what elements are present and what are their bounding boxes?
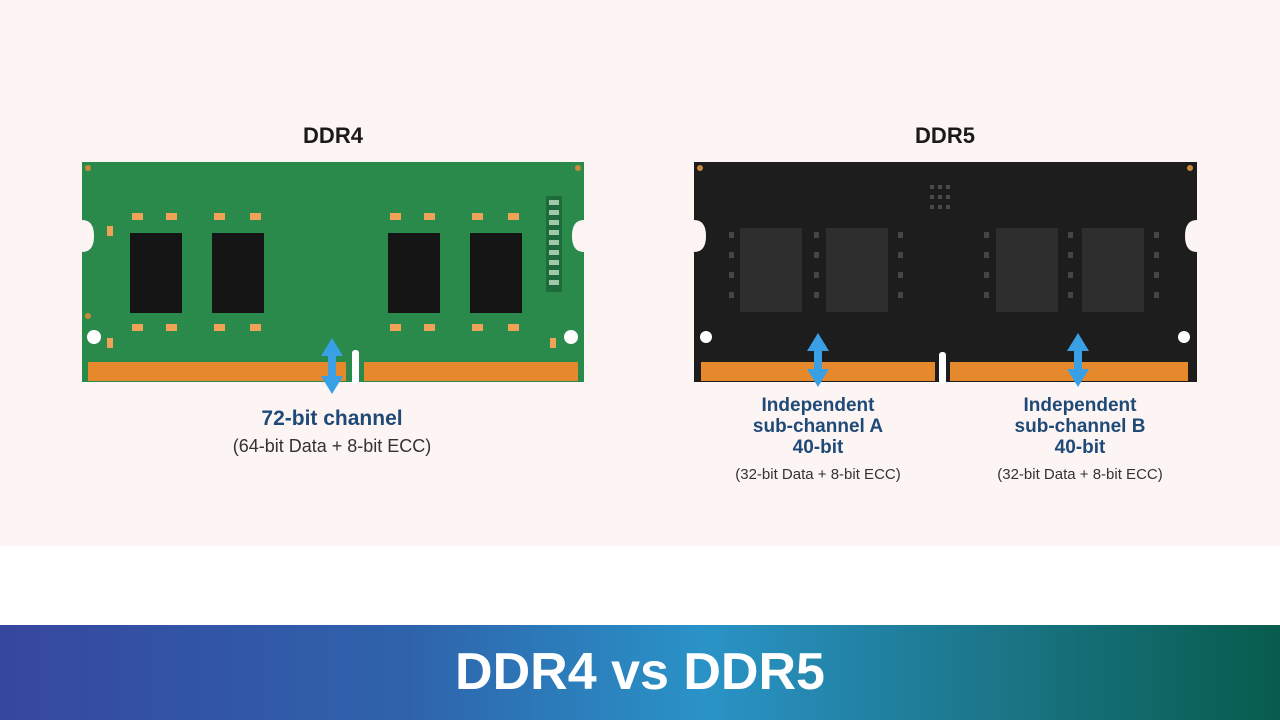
ddr4-spd-pads: [546, 196, 562, 292]
dram-chip-icon: [996, 228, 1058, 312]
ddr4-title: DDR4: [303, 123, 363, 148]
subchannel-a-line3: 40-bit: [792, 437, 844, 458]
ddr5-chip-pads: [729, 232, 1159, 298]
ddr5-chips: [740, 228, 1144, 312]
dram-chip-icon: [740, 228, 802, 312]
dram-chip-icon: [1082, 228, 1144, 312]
subchannel-b-detail: (32-bit Data + 8-bit ECC): [997, 466, 1163, 483]
ddr4-channel-title: 72-bit channel: [261, 407, 403, 430]
ddr4-contacts: [88, 350, 578, 384]
ddr4-channel-detail: (64-bit Data + 8-bit ECC): [232, 436, 432, 456]
dram-chip-icon: [388, 233, 440, 313]
subchannel-b-line1: Independent: [1023, 395, 1137, 416]
title-banner: DDR4 vs DDR5: [0, 625, 1280, 720]
ram-comparison-diagram: [82, 162, 1197, 394]
double-headed-arrow-icon: [321, 338, 343, 394]
double-headed-arrow-icon: [807, 333, 829, 387]
subchannel-b-line2: sub-channel B: [1014, 416, 1146, 437]
ddr4-pcb: [82, 162, 584, 382]
ddr5-pmic-pads: [930, 185, 950, 209]
ddr4-mounting-holes: [85, 165, 581, 344]
subchannel-b-line3: 40-bit: [1054, 437, 1106, 458]
dram-chip-icon: [470, 233, 522, 313]
ddr4-smd-components: [107, 213, 556, 348]
ddr5-pcb: [694, 162, 1197, 382]
banner-title: DDR4 vs DDR5: [455, 643, 825, 701]
ddr4-module: [82, 162, 584, 394]
double-headed-arrow-icon: [1067, 333, 1089, 387]
dram-chip-icon: [826, 228, 888, 312]
ddr5-module: [694, 162, 1197, 387]
dram-chip-icon: [130, 233, 182, 313]
subchannel-a-detail: (32-bit Data + 8-bit ECC): [735, 466, 901, 483]
subchannel-a-line2: sub-channel A: [752, 416, 884, 437]
ddr5-mounting-holes: [697, 165, 1193, 343]
subchannel-a-line1: Independent: [761, 395, 875, 416]
ddr4-chips: [130, 233, 522, 313]
ddr5-title: DDR5: [915, 123, 975, 148]
dram-chip-icon: [212, 233, 264, 313]
